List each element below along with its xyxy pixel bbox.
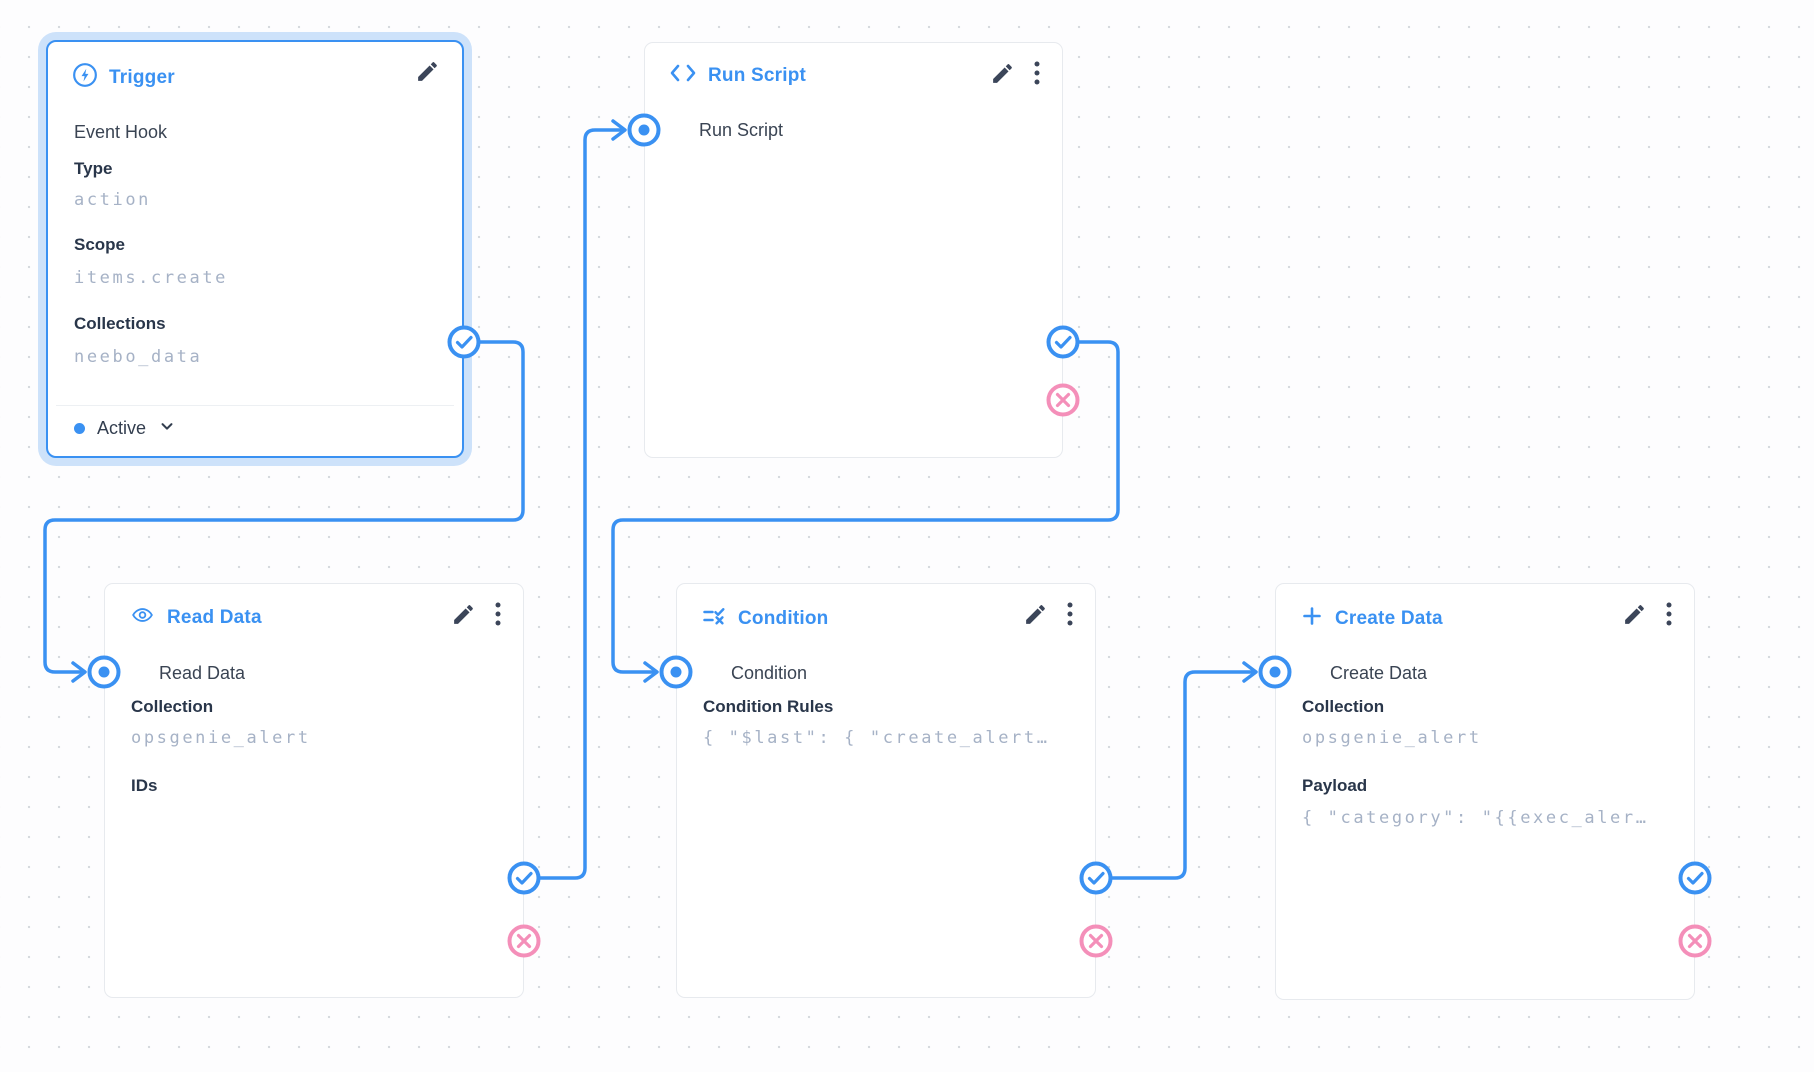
input-label: Run Script <box>699 120 784 140</box>
more-menu-icon[interactable] <box>1067 601 1073 627</box>
connection-condition-to-create-data <box>1094 670 1257 880</box>
field-label: Collections <box>74 314 166 333</box>
field-value: opsgenie_alert <box>131 728 311 748</box>
node-title: Run Script <box>708 64 807 86</box>
more-menu-icon[interactable] <box>1666 601 1672 627</box>
edit-icon[interactable] <box>1023 602 1048 627</box>
run-script-node-header: Run Script <box>669 63 806 88</box>
chevron-down-icon <box>158 417 176 440</box>
create-data-node[interactable]: Create Data Create Data Collection opsge… <box>1275 583 1695 1000</box>
trigger-type-text: Event Hook <box>74 122 168 142</box>
active-dot-icon <box>74 422 85 434</box>
run-script-node[interactable]: Run Script Run Script <box>644 42 1063 458</box>
field-label: Payload <box>1302 776 1368 795</box>
connection-read-data-to-run-script <box>522 128 626 880</box>
status-dropdown[interactable]: Active <box>74 412 176 444</box>
footer-divider <box>56 405 454 406</box>
field-label: Condition Rules <box>703 697 834 716</box>
field-label: Type <box>74 159 113 178</box>
field-label: Collection <box>1302 697 1385 716</box>
eye-icon <box>129 604 156 631</box>
field-value: opsgenie_alert <box>1302 728 1482 748</box>
edit-icon[interactable] <box>1622 602 1647 627</box>
arrowhead-icon <box>71 661 87 683</box>
input-label: Create Data <box>1330 663 1428 683</box>
node-title: Read Data <box>167 606 262 628</box>
field-value: items.create <box>74 268 229 288</box>
condition-node[interactable]: Condition Condition Condition Rules { "$… <box>676 583 1096 998</box>
read-data-node[interactable]: Read Data Read Data Collection opsgenie_… <box>104 583 524 998</box>
edit-icon[interactable] <box>451 602 476 627</box>
field-label: Collection <box>131 697 214 716</box>
field-label: IDs <box>131 776 158 795</box>
arrowhead-icon <box>1242 661 1258 683</box>
more-menu-icon[interactable] <box>495 601 501 627</box>
field-value: { "$last": { "create_alert… <box>703 728 1050 748</box>
trigger-node[interactable]: Trigger Event Hook Type action Scope ite… <box>46 40 464 458</box>
rule-icon <box>701 604 727 633</box>
node-title: Condition <box>738 607 829 629</box>
field-label: Scope <box>74 235 126 254</box>
field-value: neebo_data <box>74 347 203 367</box>
edit-icon[interactable] <box>990 61 1015 86</box>
arrowhead-icon <box>643 661 659 683</box>
code-icon <box>669 63 697 88</box>
trigger-node-header: Trigger <box>72 62 175 93</box>
status-label: Active <box>97 417 147 438</box>
bolt-icon <box>72 62 98 93</box>
condition-node-header: Condition <box>701 604 828 633</box>
create-data-node-header: Create Data <box>1300 604 1443 633</box>
more-menu-icon[interactable] <box>1034 60 1040 86</box>
read-data-node-header: Read Data <box>129 604 262 631</box>
plus-icon <box>1300 604 1324 633</box>
field-value: action <box>74 190 152 210</box>
input-label: Read Data <box>159 663 246 683</box>
node-title: Create Data <box>1335 607 1443 629</box>
node-title: Trigger <box>109 66 175 88</box>
arrowhead-icon <box>611 119 627 141</box>
input-label: Condition <box>731 663 808 683</box>
field-value: { "category": "{{exec_aler… <box>1302 808 1649 828</box>
edit-icon[interactable] <box>415 59 440 84</box>
